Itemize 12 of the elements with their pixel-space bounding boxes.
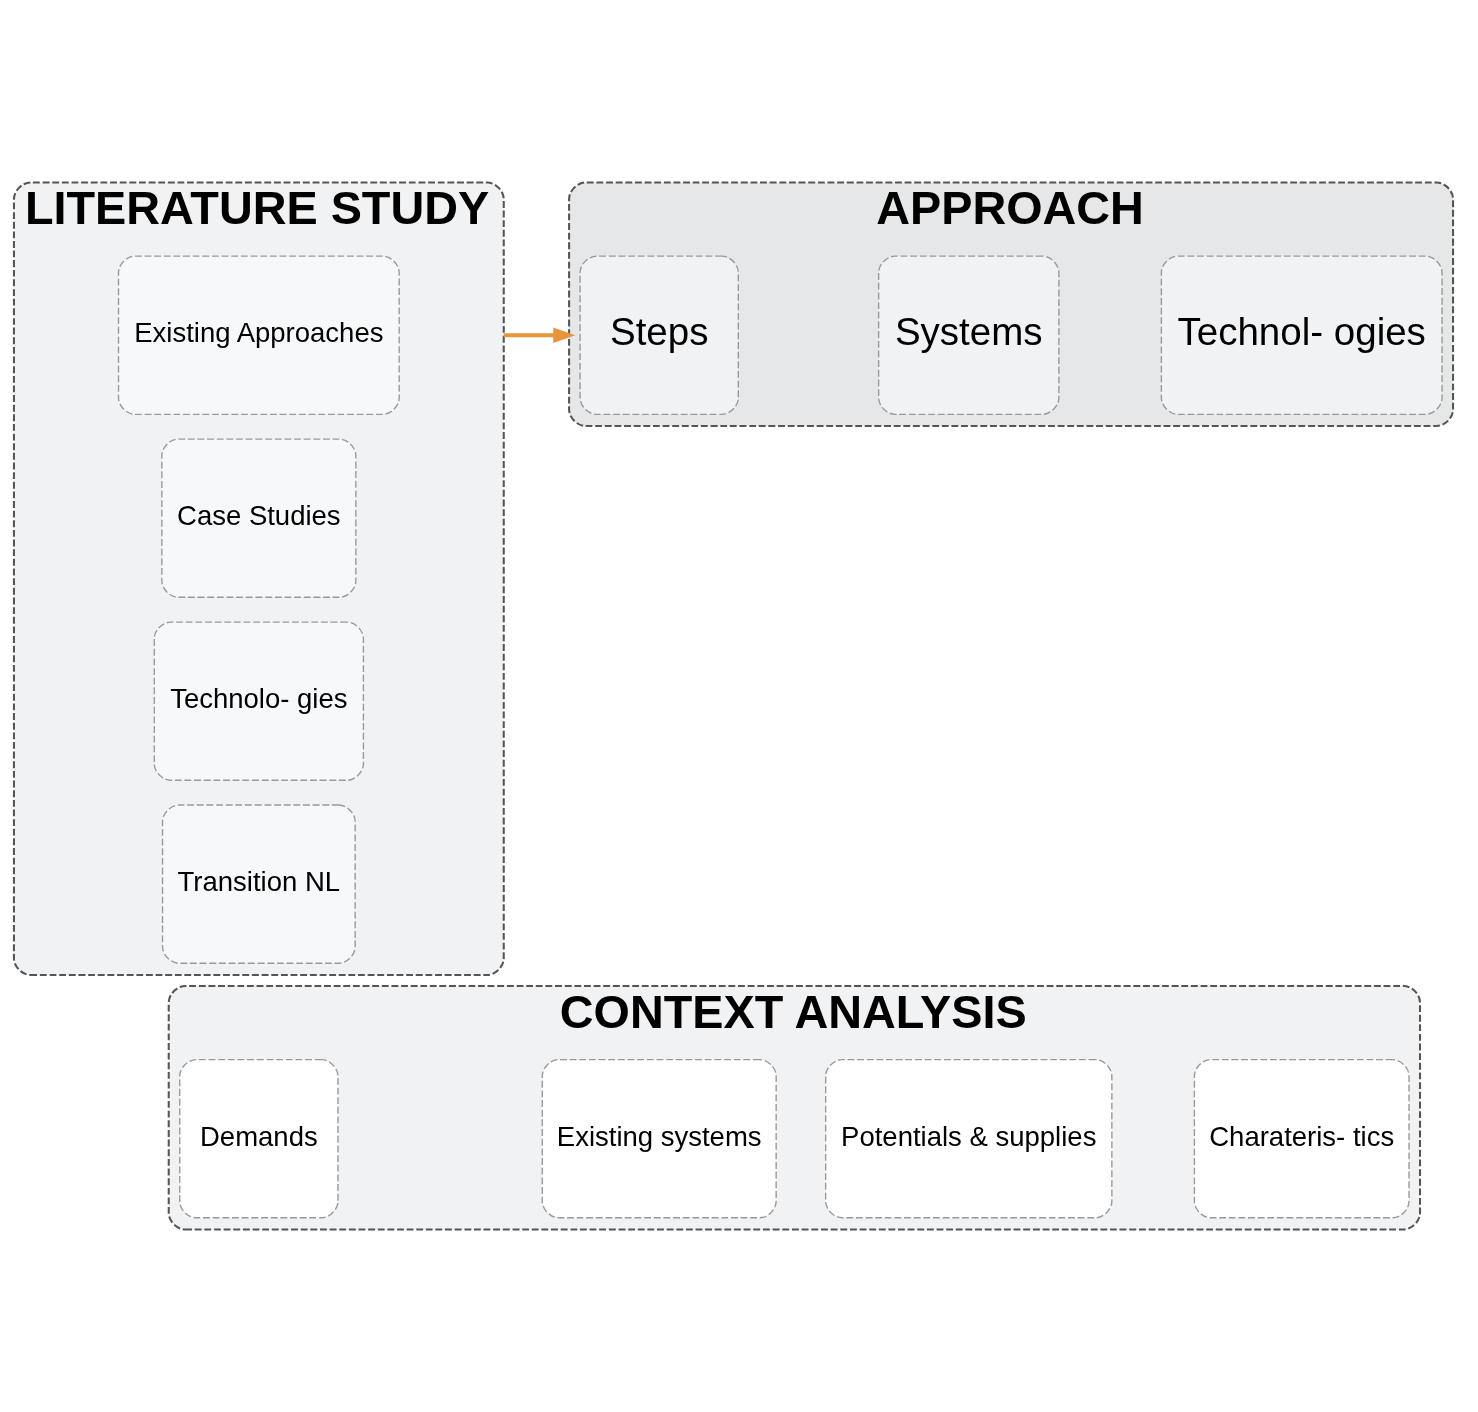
node-box: Existing systems xyxy=(541,1058,777,1219)
node-box: Demands xyxy=(179,1058,339,1219)
node-box: Transition NL xyxy=(161,804,356,964)
node-box: Steps xyxy=(579,255,739,415)
node-box: Existing Approaches xyxy=(117,255,400,415)
node-box: Systems xyxy=(877,255,1060,415)
node-box: Case Studies xyxy=(161,438,357,598)
node-box: Potentials & supplies xyxy=(825,1058,1113,1219)
node-box: Charateris- tics xyxy=(1193,1058,1410,1219)
node-box: Technolo- gies xyxy=(153,621,365,781)
node-box: Technol- ogies xyxy=(1160,255,1443,415)
arrow xyxy=(503,327,576,343)
